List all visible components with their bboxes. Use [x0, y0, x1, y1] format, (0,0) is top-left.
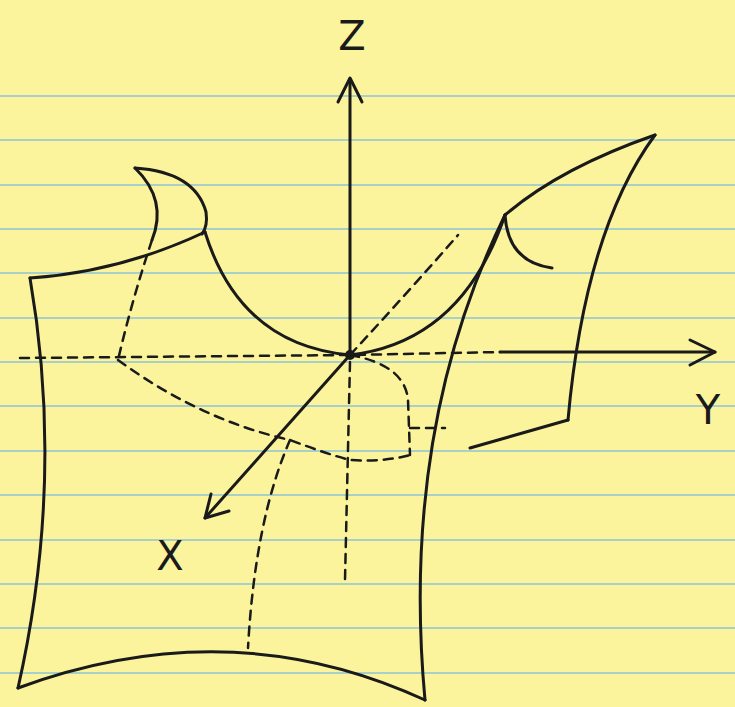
- origin-dot: [345, 350, 355, 360]
- hidden-lines: [20, 235, 500, 648]
- axis-label: X: [156, 536, 183, 576]
- ruled-lines: [0, 96, 735, 673]
- axes: [205, 78, 715, 518]
- axis-label: Y: [696, 390, 720, 430]
- axis-label: Z: [338, 16, 365, 56]
- surface-outline: [18, 135, 655, 700]
